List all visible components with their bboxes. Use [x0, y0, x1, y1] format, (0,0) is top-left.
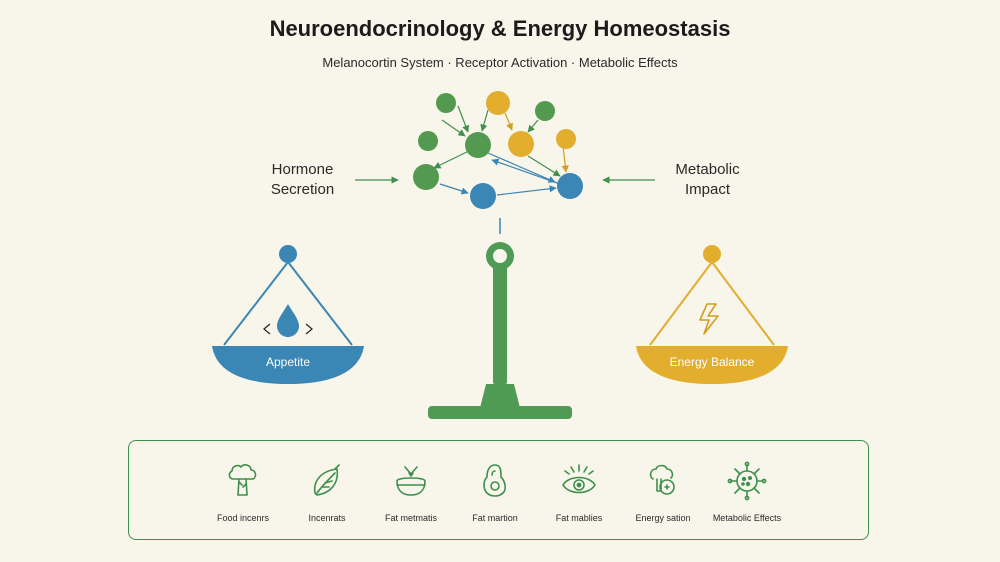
chevron-right-icon — [305, 323, 314, 335]
icon-caption: Fat martion — [472, 513, 518, 523]
energy-balance-label: Energy Balance — [670, 355, 755, 369]
lightning-icon — [699, 303, 719, 335]
icon-item: Fat martion — [445, 459, 545, 523]
network-node — [436, 93, 456, 113]
icon-caption: Incenrats — [308, 513, 346, 523]
chevron-left-icon — [262, 323, 271, 335]
icon-item: Fat mablies — [529, 459, 629, 523]
icon-item: Energy sation — [613, 459, 713, 523]
scale-stand — [428, 266, 572, 419]
network-node — [413, 164, 439, 190]
water-drop-icon — [277, 304, 299, 337]
network-node — [508, 131, 534, 157]
icon-item: Incenrats — [277, 459, 377, 523]
icon-caption: Metabolic Effects — [712, 513, 782, 523]
icon-caption: Fat mablies — [555, 513, 603, 523]
appetite-label: Appetite — [266, 355, 310, 369]
left-pan: Appetite — [212, 245, 364, 384]
metabolic-impact-label: Metabolic Impact — [675, 161, 740, 198]
network-node — [418, 131, 438, 151]
icon-caption: Energy sation — [635, 513, 691, 523]
network-node — [556, 129, 576, 149]
hormone-secretion-label: Hormone Secretion — [270, 161, 335, 198]
icon-item: Fat metmatis — [361, 459, 461, 523]
icon-caption: Fat metmatis — [384, 513, 437, 523]
network-nodes — [413, 91, 583, 209]
broccoli-icon — [228, 464, 257, 496]
icon-item: Food incenrs — [193, 459, 293, 523]
leaf-icon — [313, 464, 340, 496]
virus-icon — [727, 461, 767, 501]
network-node — [470, 183, 496, 209]
icon-panel: Food incenrs Incenrats Fat metmatis Fat … — [128, 440, 869, 540]
page-title: Neuroendocrinology & Energy Homeostasis — [269, 16, 731, 41]
icon-caption: Food incenrs — [216, 513, 270, 523]
vegetable-icon — [649, 464, 675, 495]
scale-pivot-hole — [493, 249, 507, 263]
icon-item: Metabolic Effects — [697, 459, 797, 523]
bowl-icon — [396, 466, 426, 496]
page-subtitle: Melanocortin System · Receptor Activatio… — [322, 55, 678, 70]
avocado-icon — [483, 464, 506, 497]
network-node — [535, 101, 555, 121]
network-node — [486, 91, 510, 115]
right-pan: Energy Balance — [636, 245, 788, 384]
network-node — [465, 132, 491, 158]
scale-diagram: Appetite Energy Balance — [212, 91, 788, 419]
eye-icon — [562, 464, 596, 494]
network-node — [557, 173, 583, 199]
